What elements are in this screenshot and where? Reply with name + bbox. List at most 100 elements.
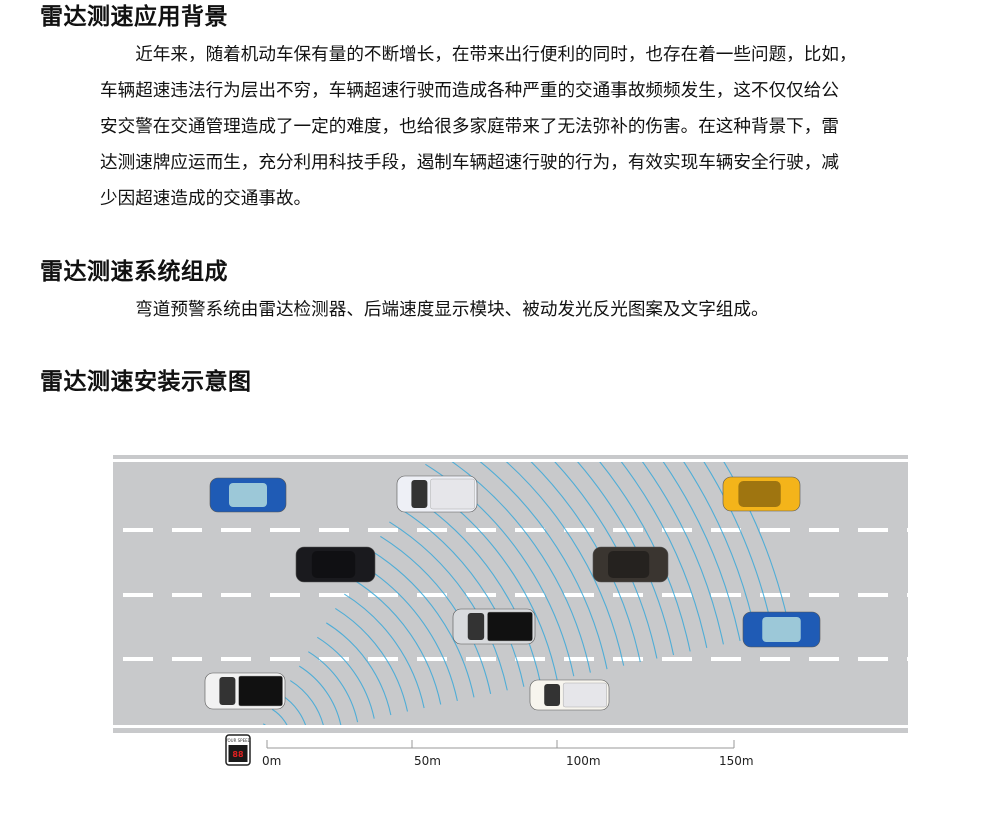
lane-dash [809,528,839,532]
background-paragraph: 近年来，随着机动车保有量的不断增长，在带来出行便利的同时，也存在着一些问题，比如… [100,37,950,217]
radar-wave [530,462,641,663]
lane-dash [319,593,349,597]
lane-dash [368,593,398,597]
lane-dash [417,528,447,532]
speed-sign-text: YOUR SPEED [224,738,250,743]
lane-dash [417,593,447,597]
lane-dash [564,528,594,532]
lane-markings [123,528,937,661]
radar-wave [662,462,741,641]
lane-dash [760,528,790,532]
lane-dash [564,657,594,661]
lane-dash [858,593,888,597]
lane-dash [809,657,839,661]
car-body [295,546,376,583]
lane-dash [319,657,349,661]
car-bed [238,675,283,707]
lane-dash [613,657,643,661]
radar-wave [389,521,508,691]
lane-dash [270,657,300,661]
lane-dash [172,657,202,661]
lane-dash [613,528,643,532]
paragraph-line: 近年来，随着机动车保有量的不断增长，在带来出行便利的同时，也存在着一些问题，比如… [100,45,857,65]
lane-dash [221,657,251,661]
section-title-background: 雷达测速应用背景 [40,4,228,30]
lane-dash [221,528,251,532]
radar-wave [683,462,758,638]
radar-wave [271,708,288,725]
road-edge-top [113,455,908,459]
lane-dash [613,593,643,597]
lane-dash [270,593,300,597]
lane-dash [515,593,545,597]
lane-dash [662,593,692,597]
paragraph-line: 车辆超速违法行为层出不穷，车辆超速行驶而造成各种严重的交通事故频频发生，这不仅仅… [100,81,839,101]
lane-dash [466,593,496,597]
lane-dash [466,528,496,532]
lane-dash [417,657,447,661]
lane-dash [221,593,251,597]
radar-wave [641,462,724,645]
car-bed [562,682,607,708]
radar-wave [398,507,525,687]
car-cabin [411,480,428,508]
radar-wave [344,593,425,709]
car-convertible [209,477,287,513]
lane-dash [907,593,937,597]
radar-wave [723,462,791,631]
paragraph-line: 达测速牌应运而生，充分利用科技手段，遏制车辆超速行驶的行为，有效实现车辆安全行驶… [100,153,839,173]
lane-dash [172,593,202,597]
radar-wave [505,462,625,666]
lane-dash [907,528,937,532]
car-cabin [544,684,561,706]
lane-dash [564,593,594,597]
radar-wave [298,665,342,725]
distance-scale: 0m 50m 100m 150m [262,740,754,768]
road-edge-bottom [113,728,908,733]
lane-dash [760,657,790,661]
car-seats [762,617,801,642]
radar-wave [353,579,442,705]
scale-label: 150m [719,754,754,768]
lane-dash [711,593,741,597]
speed-sign: YOUR SPEED 88 [224,734,251,766]
radar-wave [554,462,658,659]
car-cabin [219,677,236,705]
speed-sign-display [228,745,248,762]
radar-wave [479,462,608,670]
paragraph-line: 安交警在交通管理造成了一定的难度，也给很多家庭带来了无法弥补的伤害。在这种背景下… [100,117,839,137]
radar-wave [451,462,591,673]
lane-dash [907,657,937,661]
lane-dash [760,593,790,597]
section-title-installation: 雷达测速安装示意图 [40,369,252,395]
car-roof [311,551,356,578]
radar-wave [703,462,774,634]
car-pickup [204,672,286,710]
radar-beam [262,462,791,725]
car-roof [608,551,650,578]
lane-dash [515,528,545,532]
scale-label: 100m [566,754,601,768]
car-sedan [592,546,669,583]
vehicles [204,475,821,711]
lane-dash [123,593,153,597]
radar-wave [599,462,691,652]
scale-label: 50m [414,754,441,768]
radar-wave [576,462,675,656]
lane-dash [172,528,202,532]
car-roof [738,481,781,507]
lane-dash [515,657,545,661]
radar-wave [380,535,492,694]
lane-dash [368,528,398,532]
car-seats [229,483,267,507]
car-body [722,476,801,512]
radar-wave [326,622,392,716]
paragraph-line: 少因超速造成的交通事故。 [100,189,312,209]
car-convertible [742,611,821,648]
car-body [592,546,669,583]
car-pickup [529,679,610,711]
paragraph-line: 弯道预警系统由雷达检测器、后端速度显示模块、被动发光反光图案及文字组成。 [100,300,769,320]
radar-wave [317,636,375,719]
lane-dash [319,528,349,532]
